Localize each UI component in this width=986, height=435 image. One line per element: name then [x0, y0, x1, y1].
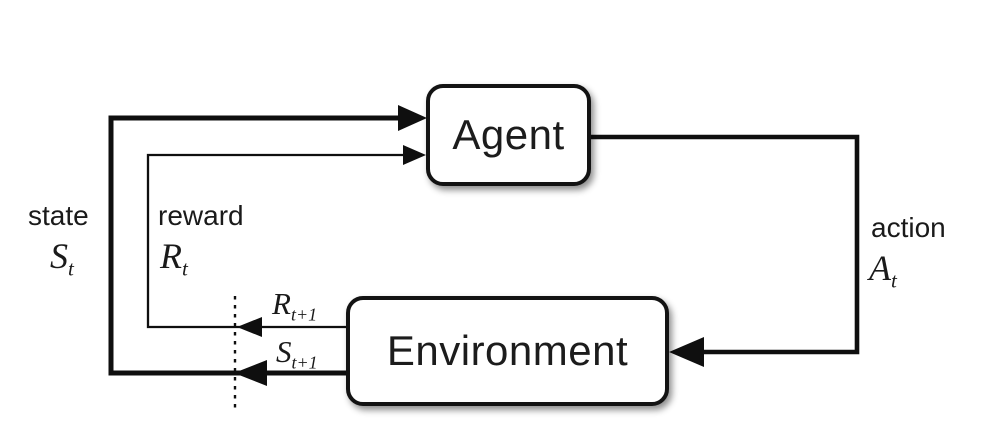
action-symbol-subscript: t: [891, 268, 897, 293]
reward-symbol: Rt: [160, 236, 188, 279]
next-reward-symbol-base: R: [272, 286, 291, 321]
reward-symbol-subscript: t: [182, 256, 188, 281]
next-state-arrowhead-icon: [234, 360, 267, 386]
next-reward-symbol: Rt+1: [272, 286, 317, 323]
action-arrowhead-into-environment-icon: [669, 337, 704, 367]
action-path-line: [588, 134, 860, 355]
environment-box-label: Environment: [386, 327, 629, 374]
state-loop-line: [108, 115, 402, 376]
state-symbol-base: S: [50, 236, 68, 276]
action-symbol: At: [869, 248, 897, 291]
reward-arrowhead-into-agent-icon: [403, 145, 426, 165]
agent-box-label: Agent: [452, 111, 565, 158]
state-symbol-subscript: t: [68, 256, 74, 281]
reward-label: reward: [158, 200, 244, 231]
next-state-symbol-subscript: t+1: [291, 352, 318, 373]
action-symbol-base: A: [869, 248, 891, 288]
next-state-symbol: St+1: [276, 334, 318, 371]
state-symbol: St: [50, 236, 74, 279]
action-label: action: [871, 212, 946, 243]
next-reward-arrowhead-icon: [237, 317, 262, 337]
agent-box: Agent: [426, 84, 591, 186]
next-state-symbol-base: S: [276, 334, 292, 369]
environment-box: Environment: [346, 296, 669, 406]
reward-symbol-base: R: [160, 236, 182, 276]
state-label: state: [28, 200, 89, 231]
state-arrowhead-into-agent-icon: [398, 105, 427, 131]
next-reward-symbol-subscript: t+1: [290, 304, 318, 325]
